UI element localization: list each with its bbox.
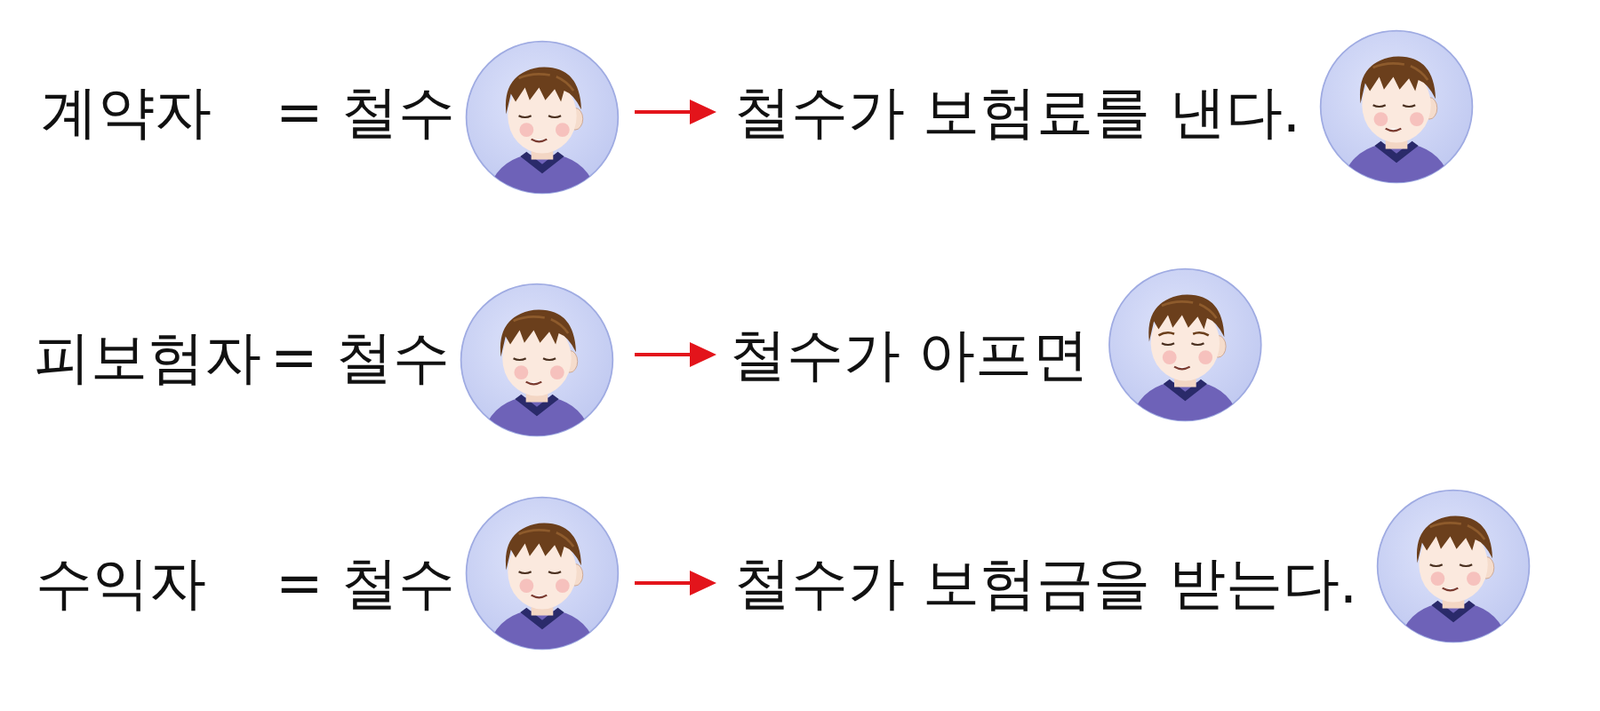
boy-face-icon bbox=[1109, 269, 1262, 424]
role-term: 계약자 bbox=[40, 80, 212, 144]
statement: 철수가 보험료를 낸다. bbox=[734, 80, 1301, 144]
arrow-head bbox=[689, 99, 717, 125]
role-term: 피보험자 bbox=[33, 326, 262, 389]
arrow-line bbox=[634, 110, 694, 114]
red-arrows bbox=[634, 99, 717, 596]
boy-face-icon bbox=[466, 41, 619, 196]
boy-face-icon bbox=[461, 284, 614, 439]
arrow-line bbox=[634, 352, 694, 357]
arrow-line bbox=[634, 581, 694, 585]
boy-face-icon bbox=[1377, 490, 1530, 645]
equals-name: = 철수 bbox=[275, 552, 456, 615]
equals-name: = 철수 bbox=[275, 80, 456, 144]
equals-name: = 철수 bbox=[270, 326, 450, 389]
arrow-head bbox=[689, 342, 717, 368]
boy-face-icon bbox=[466, 497, 619, 652]
statement: 철수가 보험금을 받는다. bbox=[734, 552, 1358, 615]
arrow-head bbox=[689, 570, 717, 596]
statement: 철수가 아프면 bbox=[729, 323, 1089, 386]
boy-face-icon bbox=[1320, 31, 1473, 185]
role-term: 수익자 bbox=[35, 552, 207, 615]
